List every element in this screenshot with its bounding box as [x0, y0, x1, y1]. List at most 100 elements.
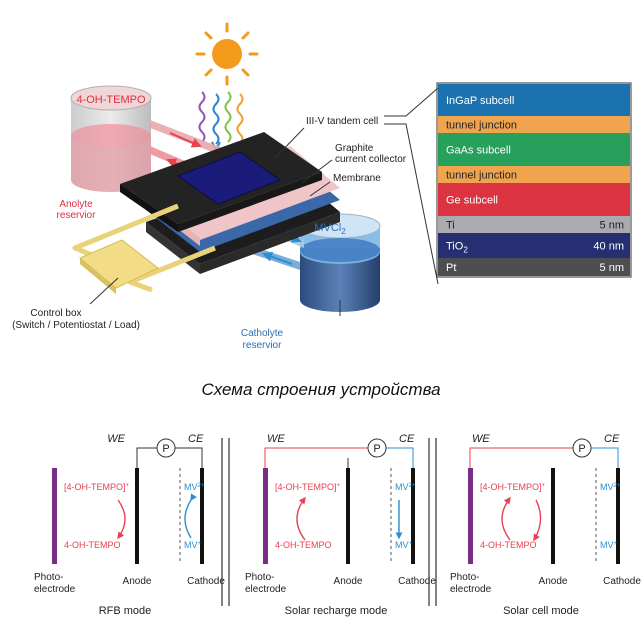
ox-label: [4-OH-TEMPO]+ — [480, 482, 546, 492]
collector-label-1: Graphite — [335, 143, 374, 154]
catholyte-reservoir-label-1: Catholyte — [241, 328, 284, 339]
control-box-label-2: (Switch / Potentiostat / Load) — [12, 320, 140, 331]
anode — [346, 468, 350, 564]
cathode-label: Cathode — [398, 576, 436, 587]
mv-top-label-main: MV — [395, 482, 409, 492]
mv-top-label-sup: 2+ — [614, 483, 621, 489]
catholyte-reservoir — [299, 213, 381, 312]
control-box-label-1: Control box — [30, 308, 81, 319]
circuit-wire-photo — [264, 447, 368, 468]
layer-2 — [438, 133, 630, 166]
mv-top-label-sup: 2+ — [198, 483, 205, 489]
photoelectrode — [263, 468, 268, 564]
layer-name-6: TiO2 — [446, 241, 468, 255]
layer-name-text-0: InGaP subcell — [446, 95, 514, 107]
anode — [551, 468, 555, 564]
red-label: 4-OH-TEMPO — [480, 540, 537, 550]
light-rays-icon — [198, 91, 245, 153]
layer-name-text-3: tunnel junction — [446, 170, 517, 182]
mv-bot-label-sup: + — [614, 541, 618, 547]
tandem-cell-label: III-V tandem cell — [306, 116, 378, 127]
catholyte-reservoir-label-2: reservior — [243, 340, 283, 351]
mv-top-label: MV2+ — [184, 482, 205, 492]
mv-bot-label: MV+ — [184, 540, 202, 550]
membrane-label: Membrane — [333, 173, 381, 184]
layer-name-text-5: Ti — [446, 220, 455, 232]
catholyte-tank-sub: 2 — [341, 227, 346, 236]
layer-name-3: tunnel junction — [446, 170, 517, 182]
layer-3 — [438, 166, 630, 183]
anolyte-arrow — [501, 496, 511, 541]
photoelectrode-label-1: Photo- — [34, 572, 63, 583]
photoelectrode — [52, 468, 57, 564]
p-label: P — [162, 443, 169, 455]
circuit-wire-anode — [136, 447, 157, 468]
anolyte-arrow — [296, 496, 306, 541]
mv-top-label-main: MV — [184, 482, 198, 492]
anode-label: Anode — [334, 576, 363, 587]
red-label: 4-OH-TEMPO — [275, 540, 332, 550]
cathode-label: Cathode — [187, 576, 225, 587]
layer-name-text-7: Pt — [446, 262, 456, 274]
layer-name-0: InGaP subcell — [446, 95, 514, 107]
mv-bot-label: MV+ — [600, 540, 618, 550]
layer-name-7: Pt — [446, 262, 456, 274]
anode-label: Anode — [539, 576, 568, 587]
layer-0 — [438, 84, 630, 116]
caption: Схема строения устройства — [201, 380, 441, 399]
anode — [135, 468, 139, 564]
layer-7 — [438, 258, 630, 276]
layer-name-text-1: tunnel junction — [446, 120, 517, 132]
mv-bot-label-main: MV — [600, 540, 614, 550]
circuit-wire-cathode — [386, 447, 414, 468]
ce-label: CE — [188, 433, 204, 445]
layer-thickness-5: 5 nm — [600, 220, 624, 232]
layer-name-1: tunnel junction — [446, 120, 517, 132]
ox-label-main: [4-OH-TEMPO] — [275, 482, 337, 492]
layer-name-sub-6: 2 — [463, 246, 468, 255]
layer-stack-frame — [436, 82, 632, 278]
layer-name-2: GaAs subcell — [446, 145, 511, 157]
layer-6 — [438, 233, 630, 258]
mv-top-label-sup: 2+ — [409, 483, 416, 489]
we-label: WE — [267, 433, 285, 445]
collector-label-2: current collector — [335, 154, 407, 165]
ce-label: CE — [399, 433, 415, 445]
layer-thickness-7: 5 nm — [600, 262, 624, 274]
circuit-wire-cathode — [175, 447, 203, 468]
anolyte-tank-label: 4-OH-TEMPO — [76, 94, 146, 106]
mode-title: RFB mode — [99, 605, 152, 617]
anolyte-arrow — [117, 499, 126, 540]
catholyte-arrow — [184, 493, 197, 539]
cathode — [411, 468, 415, 564]
catholyte-tank-text: MVCl — [314, 222, 341, 234]
ox-label: [4-OH-TEMPO]+ — [275, 482, 341, 492]
photoelectrode-label-2: electrode — [34, 584, 76, 595]
photoelectrode — [468, 468, 473, 564]
ce-label: CE — [604, 433, 620, 445]
mv-top-label-main: MV — [600, 482, 614, 492]
circuit-wire-cathode — [591, 447, 619, 468]
mv-bot-label-main: MV — [395, 540, 409, 550]
mode-title: Solar recharge mode — [285, 605, 388, 617]
cell-stack — [120, 132, 340, 274]
anolyte-reservoir-label-2: reservior — [57, 210, 97, 221]
anode-label: Anode — [123, 576, 152, 587]
p-label: P — [578, 443, 585, 455]
we-label: WE — [107, 433, 125, 445]
mv-top-label: MV2+ — [395, 482, 416, 492]
we-label: WE — [472, 433, 490, 445]
photoelectrode-label-2: electrode — [450, 584, 492, 595]
layer-name-5: Ti — [446, 220, 455, 232]
layer-name-text-4: Ge subcell — [446, 195, 498, 207]
mv-bot-label-sup: + — [198, 541, 202, 547]
layer-1 — [438, 116, 630, 133]
layer-4 — [438, 183, 630, 216]
ox-label-sup: + — [126, 483, 130, 489]
photoelectrode-label-2: electrode — [245, 584, 287, 595]
anolyte-reservoir-label-1: Anolyte — [59, 199, 93, 210]
anolyte-reservoir — [70, 85, 152, 192]
